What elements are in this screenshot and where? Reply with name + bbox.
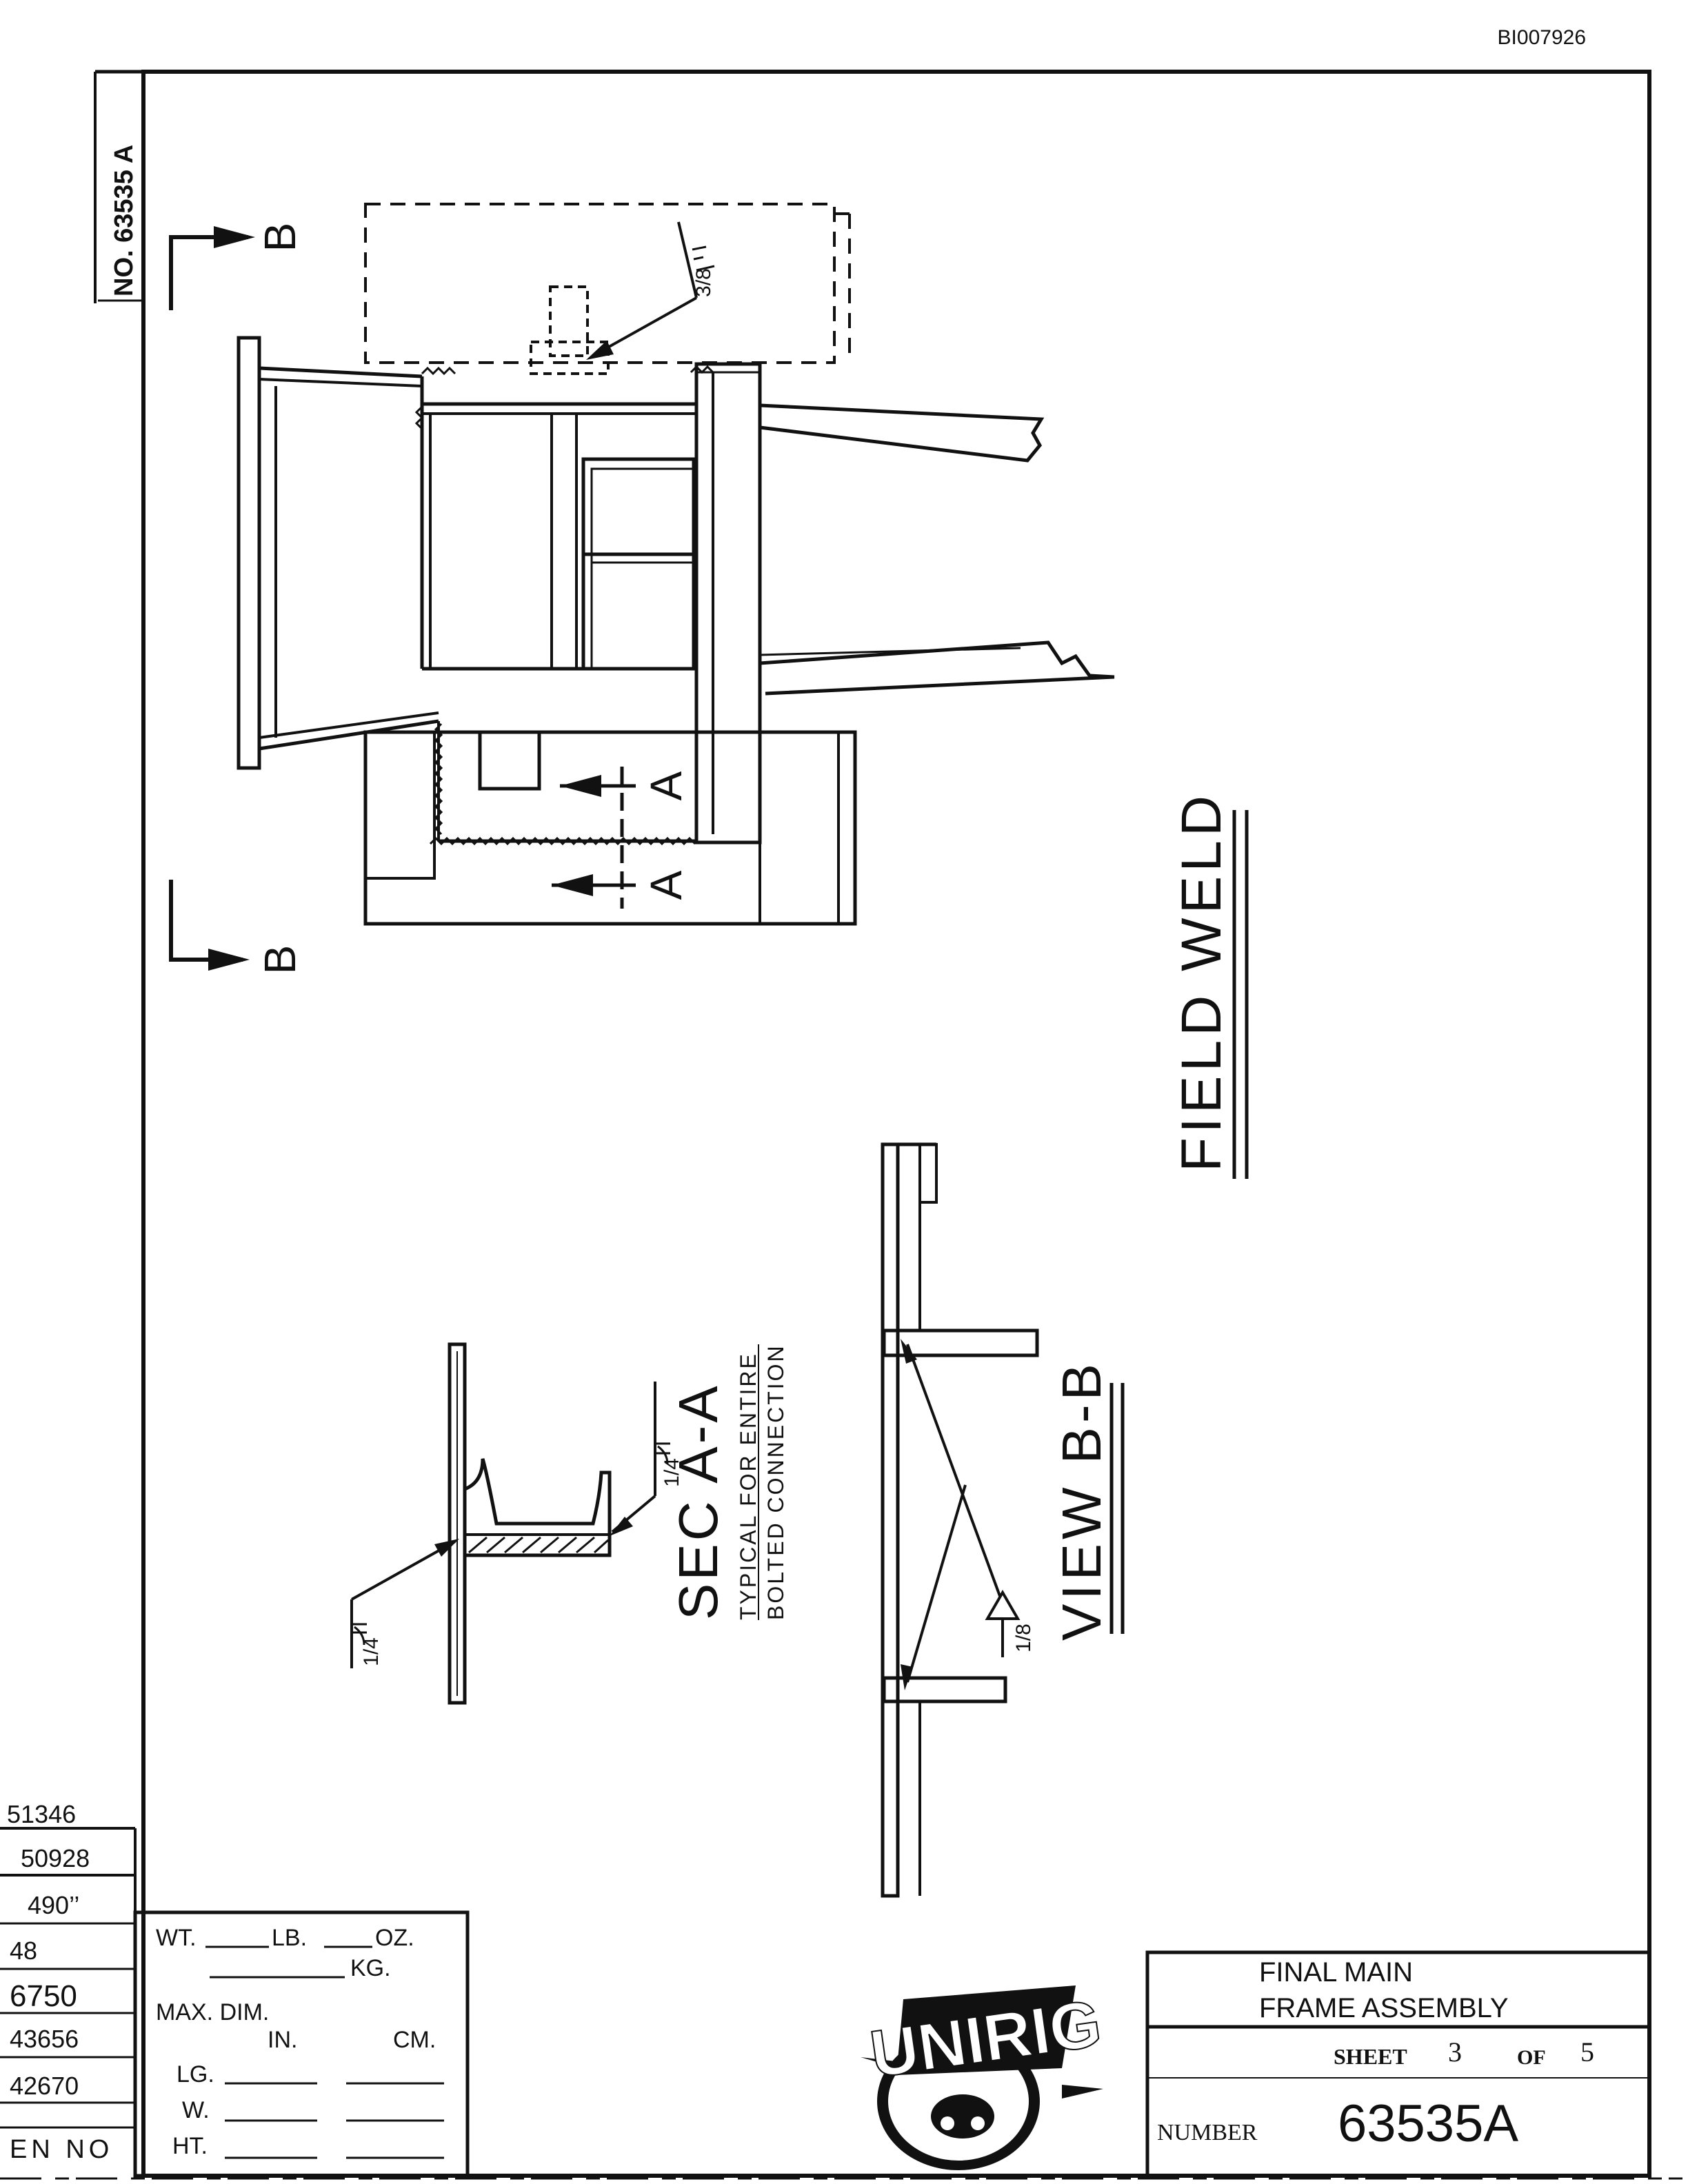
unirig-logo: UNIRIG bbox=[861, 1985, 1106, 2170]
logo-text: UNIRIG bbox=[866, 1986, 1106, 2092]
drawing-number: 63535A bbox=[1338, 2094, 1518, 2153]
title-line-1: FINAL MAIN bbox=[1259, 1957, 1413, 1988]
main-frame-view: A A 3/8 bbox=[237, 203, 1115, 926]
kg-label: KG. bbox=[350, 1955, 391, 1981]
sheet-total: 5 bbox=[1580, 2036, 1594, 2067]
wt-label: WT. bbox=[156, 1925, 197, 1951]
revision-2: 50928 bbox=[21, 1844, 90, 1872]
revision-6: 43656 bbox=[10, 2025, 79, 2053]
revision-header: EN NO bbox=[10, 2135, 113, 2164]
in-label: IN. bbox=[268, 2027, 297, 2053]
revision-3: 490’’ bbox=[28, 1891, 79, 1919]
revision-column: 51346 50928 490’’ 48 6750 43656 42670 EN… bbox=[0, 1800, 137, 2176]
of-label: OF bbox=[1517, 2046, 1546, 2069]
view-bb-detail: 1/8 VIEW B-B bbox=[881, 1142, 1125, 1898]
revision-7: 42670 bbox=[10, 2072, 79, 2100]
section-aa-detail: 1/4 1/4 SEC A-A TYPICAL FOR ENTIRE BOLTE… bbox=[350, 1342, 788, 1705]
revision-4: 48 bbox=[10, 1937, 37, 1965]
cm-label: CM. bbox=[393, 2027, 436, 2053]
section-a-label-lower: A bbox=[641, 870, 691, 900]
sec-aa-note-1: TYPICAL FOR ENTIRE bbox=[736, 1352, 761, 1620]
weld-size-sec-left: 1/4 bbox=[360, 1637, 383, 1666]
sheet-label: SHEET bbox=[1334, 2044, 1407, 2069]
sec-aa-title: SEC A-A bbox=[667, 1383, 729, 1620]
weld-size-sec-right: 1/4 bbox=[661, 1458, 683, 1487]
weld-size-top: 3/8 bbox=[692, 268, 715, 297]
weld-size-view-bb: 1/8 bbox=[1012, 1624, 1035, 1652]
view-bb-title: VIEW B-B bbox=[1051, 1359, 1112, 1641]
max-dim-label: MAX. DIM. bbox=[156, 1999, 269, 2025]
section-b-markers: B B bbox=[169, 223, 305, 975]
number-label: NUMBER bbox=[1157, 2120, 1258, 2145]
drawing-frame bbox=[94, 70, 1651, 2178]
lg-label: LG. bbox=[177, 2061, 214, 2087]
weight-dimension-block: WT. LB. OZ. KG. MAX. DIM. IN. CM. LG. W.… bbox=[133, 1910, 470, 2178]
revision-5: 6750 bbox=[10, 1979, 77, 2013]
title-block: FINAL MAIN FRAME ASSEMBLY SHEET 3 OF 5 N… bbox=[1145, 1950, 1651, 2178]
w-label: W. bbox=[182, 2097, 210, 2123]
ht-label: HT. bbox=[172, 2133, 208, 2159]
title-line-2: FRAME ASSEMBLY bbox=[1259, 1993, 1509, 2023]
section-b-label-bottom: B bbox=[255, 945, 305, 975]
field-weld-label: FIELD WELD bbox=[1170, 791, 1249, 1179]
sheet-number: 3 bbox=[1448, 2036, 1462, 2067]
section-a-label-upper: A bbox=[641, 771, 691, 800]
oz-label: OZ. bbox=[375, 1925, 414, 1951]
sec-aa-note-2: BOLTED CONNECTION bbox=[763, 1344, 788, 1620]
document-id: BI007926 bbox=[1498, 26, 1586, 49]
vertical-drawing-number: NO. 63535 A bbox=[110, 145, 139, 296]
section-b-label-top: B bbox=[255, 223, 305, 252]
field-weld-text: FIELD WELD bbox=[1170, 791, 1233, 1172]
lb-label: LB. bbox=[272, 1925, 307, 1951]
revision-1: 51346 bbox=[7, 1800, 76, 1828]
